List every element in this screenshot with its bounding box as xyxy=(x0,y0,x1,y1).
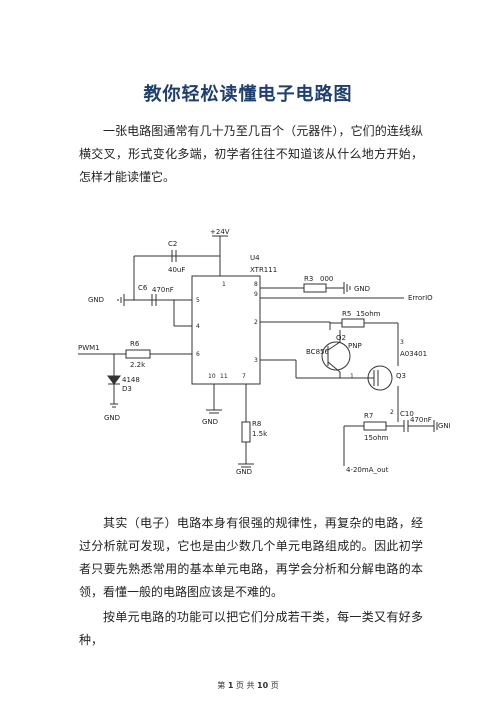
c2-label: C2 xyxy=(168,240,177,248)
c10-label: C10 xyxy=(400,410,414,418)
svg-text:8: 8 xyxy=(254,281,258,288)
page-footer: 第 1 页 共 10 页 xyxy=(217,681,279,690)
document-title: 教你轻松读懂电子电路图 xyxy=(143,84,353,105)
paragraph-1: 一张电路图通常有几十乃至几百个（元器件），它们的连线纵横交叉，形式变化多端，初学… xyxy=(79,124,423,184)
resistor-r7 xyxy=(363,421,387,431)
q2-type: PNP xyxy=(348,342,362,350)
svg-text:3: 3 xyxy=(400,339,404,346)
svg-text:4: 4 xyxy=(196,323,200,330)
gnd-d3: GND xyxy=(104,414,120,422)
r5-label: R5 xyxy=(342,310,351,318)
r8-value: 1.5k xyxy=(252,430,268,438)
paragraph-2: 其实（电子）电路本身有很强的规律性，再复杂的电路，经过分析就可发现，它也是由少数… xyxy=(79,516,423,599)
page-total: 10 xyxy=(257,681,269,690)
circuit-diagram: +24V U4 XTR111 1 8 9 5 2 4 6 3 10 11 7 C… xyxy=(78,228,450,476)
supply-label: +24V xyxy=(210,228,230,236)
d3-part: 4148 xyxy=(122,376,140,384)
resistor-r3 xyxy=(303,283,327,293)
r7-label: R7 xyxy=(364,412,373,420)
svg-text:11: 11 xyxy=(220,373,228,380)
resistor-r8 xyxy=(241,421,251,443)
transistor-q3 xyxy=(367,365,393,391)
q2-part: BC856 xyxy=(306,348,329,356)
chip-ref: U4 xyxy=(250,254,260,262)
output-label: 4-20mA_out xyxy=(346,466,389,474)
r3-value: 000 xyxy=(320,275,333,283)
resistor-r5 xyxy=(341,318,365,328)
gnd-c10: GND xyxy=(438,422,450,430)
q2-label: Q2 xyxy=(336,334,346,342)
page-number: 1 xyxy=(227,681,234,690)
svg-text:6: 6 xyxy=(196,351,200,358)
resistor-r6 xyxy=(125,349,151,359)
q3-label: Q3 xyxy=(396,372,406,380)
transistor-q2 xyxy=(321,341,351,371)
gnd-r3: GND xyxy=(354,285,370,293)
chip-name: XTR111 xyxy=(250,266,277,274)
svg-text:2: 2 xyxy=(254,319,258,326)
pwm-label: PWM1 xyxy=(78,344,100,352)
error-io: ErrorIO xyxy=(408,294,433,302)
gnd-left: GND xyxy=(88,296,104,304)
svg-text:3: 3 xyxy=(254,357,258,364)
gnd-r8: GND xyxy=(236,468,252,476)
c6-value: 470nF xyxy=(152,286,174,294)
r6-label: R6 xyxy=(130,340,140,348)
svg-text:2: 2 xyxy=(390,409,394,416)
svg-text:9: 9 xyxy=(254,291,258,298)
d3-label: D3 xyxy=(122,385,132,393)
c2-value: 40uF xyxy=(168,266,185,274)
paragraph-3: 按单元电路的功能可以把它们分成若干类，每一类又有好多种， xyxy=(79,610,423,647)
svg-text:5: 5 xyxy=(196,297,200,304)
chip-body xyxy=(191,275,261,385)
r3-label: R3 xyxy=(304,275,313,283)
r7-value: 15ohm xyxy=(364,434,389,442)
gnd-chip: GND xyxy=(202,418,218,426)
svg-text:10: 10 xyxy=(208,373,216,380)
r8-label: R8 xyxy=(252,420,261,428)
q3-part: A03401 xyxy=(400,350,427,358)
r5-value: 15ohm xyxy=(356,310,381,318)
svg-text:7: 7 xyxy=(242,373,246,380)
svg-text:1: 1 xyxy=(350,373,354,380)
svg-text:1: 1 xyxy=(222,281,226,288)
r6-value: 2.2k xyxy=(130,361,146,369)
c10-value: 470nF xyxy=(410,416,432,424)
c6-label: C6 xyxy=(138,284,148,292)
